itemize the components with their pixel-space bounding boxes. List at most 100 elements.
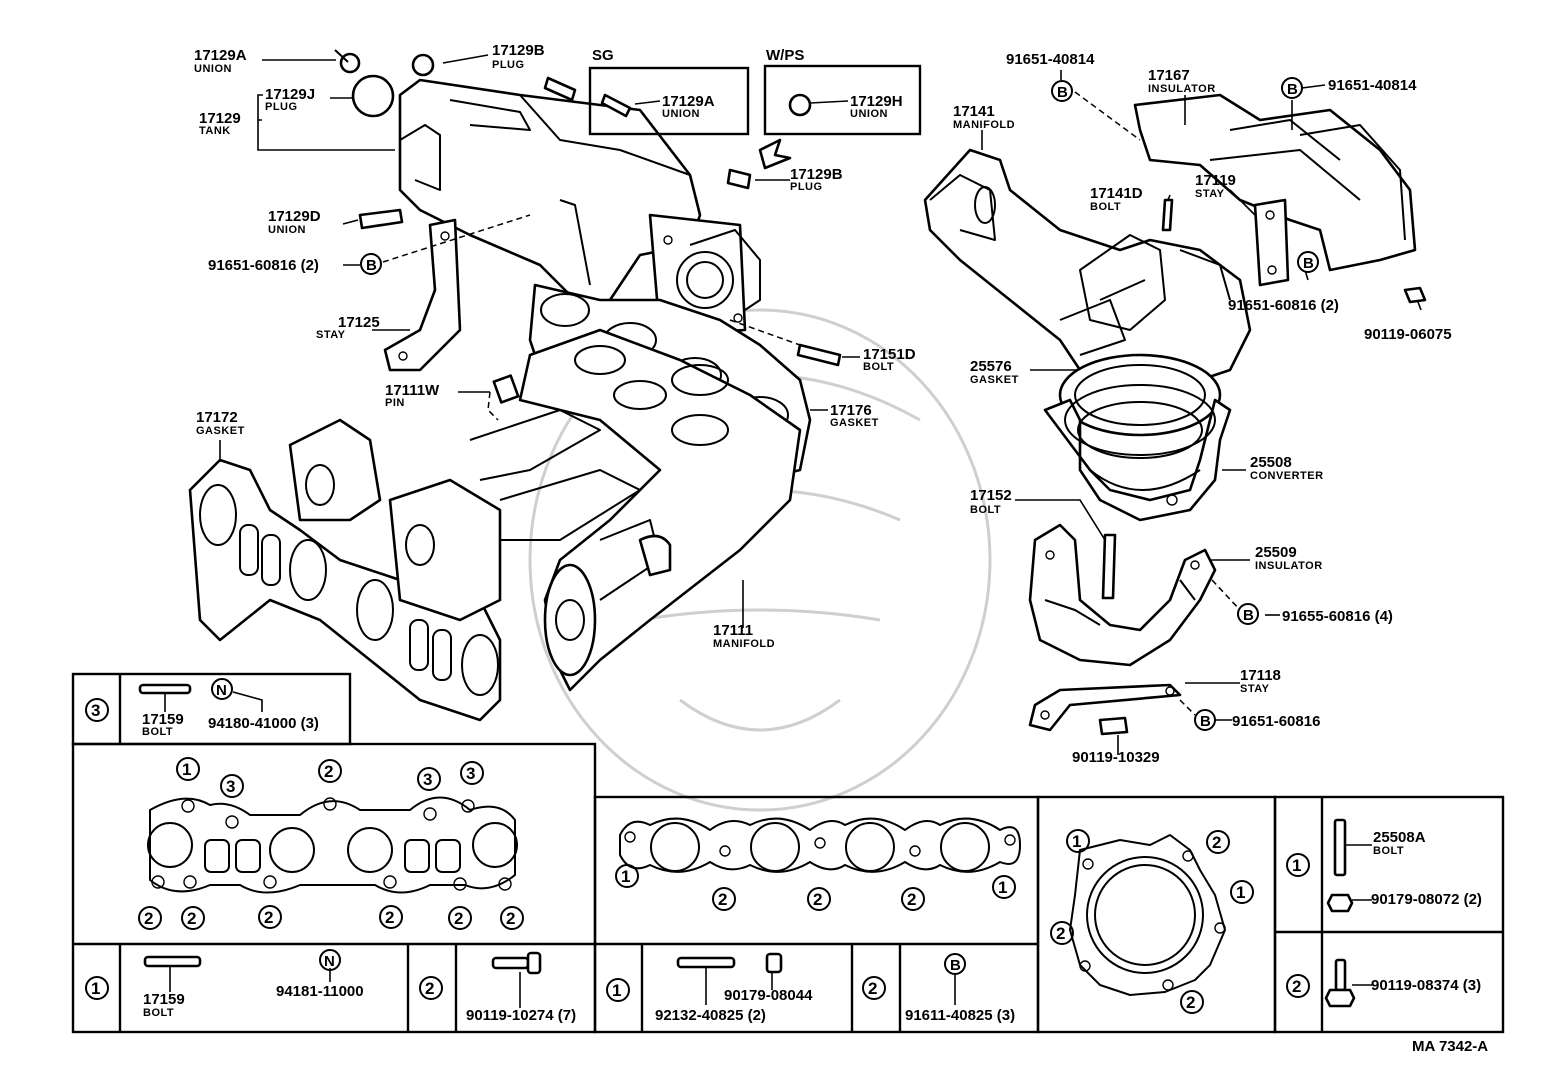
svg-text:1: 1 <box>621 867 630 886</box>
table-bm2-bolt-icon <box>944 953 966 975</box>
label-wps: W/PS <box>766 47 804 64</box>
round-gasket-callouts: 1 2 1 2 2 <box>1050 829 1254 1014</box>
leader-lines-left <box>219 54 860 628</box>
table-3-bolt-name: BOLT <box>142 726 173 738</box>
insulator-25509-drawing <box>1028 523 1217 667</box>
b-marker-17118: B <box>1200 713 1211 730</box>
table-r1-stud-name: BOLT <box>1373 845 1404 857</box>
label-17129B-mid-name: PLUG <box>790 181 823 193</box>
label-17111-number: 17111 <box>713 622 753 639</box>
table-bl1-nut-icon <box>319 949 341 971</box>
table-bm2-number: 91611-40825 (3) <box>905 1007 1015 1024</box>
label-90119-10329: 90119-10329 <box>1072 749 1160 766</box>
gasket-17172-drawing <box>188 418 502 722</box>
converter-25508-drawing <box>1043 384 1232 522</box>
svg-text:3: 3 <box>226 777 235 796</box>
table-bl2-key: 2 <box>419 976 443 1000</box>
label-17129-number: 17129 <box>199 110 241 127</box>
table-round-gasket-drawing <box>1069 834 1226 996</box>
label-sg: SG <box>592 47 614 64</box>
table-bm1-nut-number: 90179-08044 <box>724 987 813 1004</box>
label-17119-number: 17119 <box>1195 172 1236 189</box>
fastener-drawings-right <box>1098 198 1427 736</box>
table-bl1-nut-number: 94181-11000 <box>276 983 364 1000</box>
b-marker-25509: B <box>1243 607 1254 624</box>
label-90119-06075: 90119-06075 <box>1364 326 1452 343</box>
label-17129J-name: PLUG <box>265 101 298 113</box>
b-markers: B B B B B B <box>360 77 1319 731</box>
diagram-code: MA 7342-A <box>1412 1038 1488 1055</box>
svg-text:2: 2 <box>907 890 916 909</box>
table-gasket-middle-drawing <box>619 817 1021 873</box>
table-3-bolt-number: 17159 <box>142 711 184 728</box>
label-sg-number: 17129A <box>662 93 715 110</box>
label-25509-name: INSULATOR <box>1255 560 1323 572</box>
svg-text:2: 2 <box>868 979 877 998</box>
label-91651-40814-b: 91651-40814 <box>1328 77 1417 94</box>
label-17141D-number: 17141D <box>1090 185 1143 202</box>
label-17129-name: TANK <box>199 125 231 137</box>
table-3-nut-number: 94180-41000 (3) <box>208 715 319 732</box>
label-91651-40814-a: 91651-40814 <box>1006 51 1095 68</box>
stay-17119-drawing <box>1253 198 1290 287</box>
gasket-middle-callouts: 1 2 2 2 1 <box>615 864 1016 911</box>
label-17129B-top-number: 17129B <box>492 42 545 59</box>
table-r2-number: 90119-08374 (3) <box>1371 977 1481 994</box>
svg-text:1: 1 <box>1072 832 1081 851</box>
table-3-nut-letter: N <box>216 682 227 699</box>
label-17111W-number: 17111W <box>385 382 440 399</box>
label-17152-name: BOLT <box>970 504 1001 516</box>
svg-text:1: 1 <box>612 981 621 1000</box>
b-marker-17119: B <box>1303 255 1314 272</box>
table-r1-stud-number: 25508A <box>1373 829 1426 846</box>
label-17151D-name: BOLT <box>863 361 894 373</box>
label-25509-number: 25509 <box>1255 544 1297 561</box>
sg-box <box>543 66 750 136</box>
label-17125-name: STAY <box>316 329 346 341</box>
label-17167-number: 17167 <box>1148 67 1190 84</box>
label-wps-number: 17129H <box>850 93 903 110</box>
label-91651-60816-left: 91651-60816 (2) <box>208 257 319 274</box>
table-3-key: 3 <box>85 698 109 722</box>
svg-text:1: 1 <box>998 878 1007 897</box>
svg-text:1: 1 <box>91 979 100 998</box>
label-17118-name: STAY <box>1240 683 1270 695</box>
label-17172-name: GASKET <box>196 425 245 437</box>
label-17176-name: GASKET <box>830 417 879 429</box>
svg-text:2: 2 <box>813 890 822 909</box>
exhaust-manifold-17141-drawing <box>923 148 1252 392</box>
intake-tank-drawing <box>398 78 761 337</box>
b-marker-17167: B <box>1287 81 1298 98</box>
table-bl1-bolt-name: BOLT <box>143 1007 174 1019</box>
label-91651-60816-bottom: 91651-60816 <box>1232 713 1320 730</box>
svg-text:3: 3 <box>91 701 100 720</box>
insulator-17167-drawing <box>1133 93 1417 272</box>
table-bl1-bolt-number: 17159 <box>143 991 185 1008</box>
label-17176-number: 17176 <box>830 402 872 419</box>
svg-text:2: 2 <box>385 908 394 927</box>
svg-text:2: 2 <box>324 762 333 781</box>
label-25576-number: 25576 <box>970 358 1012 375</box>
stay-17118-drawing <box>1028 683 1182 732</box>
label-25508-number: 25508 <box>1250 454 1292 471</box>
label-17141D-name: BOLT <box>1090 201 1121 213</box>
svg-text:1: 1 <box>1236 883 1245 902</box>
table-bm1-key: 1 <box>606 978 630 1002</box>
label-17129D-name: UNION <box>268 224 306 236</box>
svg-text:2: 2 <box>425 979 434 998</box>
label-17152-number: 17152 <box>970 487 1012 504</box>
table-hardware-drawings <box>138 683 1372 1008</box>
label-wps-name: UNION <box>850 108 888 120</box>
gasket-25576-drawing <box>1058 353 1222 437</box>
label-17129B-mid-number: 17129B <box>790 166 843 183</box>
b-marker-17141: B <box>1057 84 1068 101</box>
svg-text:2: 2 <box>454 909 463 928</box>
label-17119-name: STAY <box>1195 188 1225 200</box>
label-17141-number: 17141 <box>953 103 995 120</box>
label-17129J-number: 17129J <box>265 86 315 103</box>
label-17129A-number: 17129A <box>194 47 247 64</box>
label-25508-name: CONVERTER <box>1250 470 1324 482</box>
label-17167-name: INSULATOR <box>1148 83 1216 95</box>
